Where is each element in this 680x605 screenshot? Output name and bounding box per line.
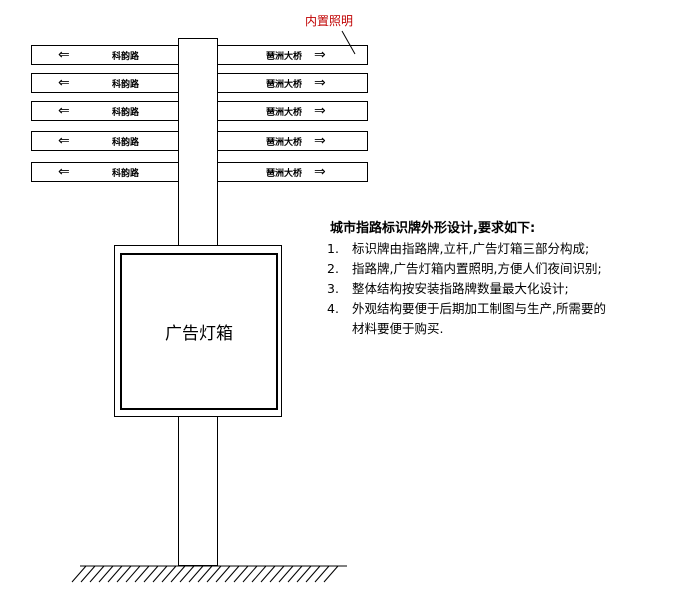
requirement-text: 指路牌,广告灯箱内置照明,方便人们夜间识别; [352,261,602,276]
hatch-line [233,565,249,583]
arrow-left-icon: ⇐ [58,47,70,63]
hatch-line [314,565,330,583]
hatch-line [134,565,150,583]
hatch-line [206,565,222,583]
hatch-line [143,565,159,583]
hatch-line [278,565,294,583]
arrow-right-icon: ⇒ [314,47,326,63]
hatch-line [116,565,132,583]
arrow-left-icon: ⇐ [58,75,70,91]
sign-right: 琶洲大桥 ⇒ [217,101,368,121]
hatch-line [296,565,312,583]
sign-left: ⇐ 科韵路 [31,101,179,121]
sign-left: ⇐ 科韵路 [31,73,179,93]
requirement-item: 1. 标识牌由指路牌,立杆,广告灯箱三部分构成; [327,239,606,259]
sign-right: 琶洲大桥 ⇒ [217,131,368,151]
sign-right-label: 琶洲大桥 [266,80,303,90]
arrow-right-icon: ⇒ [314,164,326,180]
sign-left-label: 科韵路 [112,138,140,148]
sign-right-label: 琶洲大桥 [266,169,303,179]
ground-hatching [71,565,339,583]
hatch-line [197,565,213,583]
hatch-line [224,565,240,583]
arrow-left-icon: ⇐ [58,133,70,149]
hatch-line [251,565,267,583]
sign-left: ⇐ 科韵路 [31,45,179,65]
requirements: 城市指路标识牌外形设计,要求如下: 1. 标识牌由指路牌,立杆,广告灯箱三部分构… [327,219,606,339]
requirements-title: 城市指路标识牌外形设计,要求如下: [330,221,536,236]
requirement-number: 3. [327,281,339,296]
hatch-line [215,565,231,583]
sign-right: 琶洲大桥 ⇒ [217,73,368,93]
requirement-number: 4. [327,301,339,316]
hatch-line [170,565,186,583]
hatch-line [80,565,96,583]
lightbox: 广告灯箱 [120,253,278,410]
sign-left: ⇐ 科韵路 [31,162,179,182]
hatch-line [269,565,285,583]
hatch-line [242,565,258,583]
arrow-left-icon: ⇐ [58,164,70,180]
hatch-line [179,565,195,583]
sign-left-label: 科韵路 [112,52,140,62]
sign-left-label: 科韵路 [112,169,140,179]
sign-left: ⇐ 科韵路 [31,131,179,151]
sign-left-label: 科韵路 [112,108,140,118]
requirement-number: 2. [327,261,339,276]
annotation-leader-line [341,30,356,55]
hatch-line [125,565,141,583]
sign-right: 琶洲大桥 ⇒ [217,162,368,182]
hatch-line [287,565,303,583]
hatch-line [188,565,204,583]
requirement-text: 标识牌由指路牌,立杆,广告灯箱三部分构成; [352,241,590,256]
hatch-line [152,565,168,583]
hatch-line [71,565,87,583]
arrow-right-icon: ⇒ [314,75,326,91]
requirement-number: 1. [327,241,339,256]
hatch-line [161,565,177,583]
sign-right: 琶洲大桥 ⇒ [217,45,368,65]
sign-right-label: 琶洲大桥 [266,52,303,62]
lightbox-frame [114,245,282,417]
sign-right-label: 琶洲大桥 [266,108,303,118]
hatch-line [107,565,123,583]
hatch-line [323,565,339,583]
sign-right-label: 琶洲大桥 [266,138,303,148]
requirement-text-cont: 材料要便于购买. [352,321,444,336]
requirement-text: 整体结构按安装指路牌数量最大化设计; [352,281,569,296]
requirement-item: 4. 外观结构要便于后期加工制图与生产,所需要的 材料要便于购买. [327,299,606,339]
annotation-label: 内置照明 [305,14,354,28]
arrow-right-icon: ⇒ [314,103,326,119]
hatch-line [89,565,105,583]
hatch-line [98,565,114,583]
sign-left-label: 科韵路 [112,80,140,90]
requirement-text: 外观结构要便于后期加工制图与生产,所需要的 [352,301,606,316]
arrow-right-icon: ⇒ [314,133,326,149]
requirement-item: 3. 整体结构按安装指路牌数量最大化设计; [327,279,606,299]
requirement-item: 2. 指路牌,广告灯箱内置照明,方便人们夜间识别; [327,259,606,279]
hatch-line [305,565,321,583]
lightbox-label: 广告灯箱 [165,324,233,344]
hatch-line [260,565,276,583]
arrow-left-icon: ⇐ [58,103,70,119]
